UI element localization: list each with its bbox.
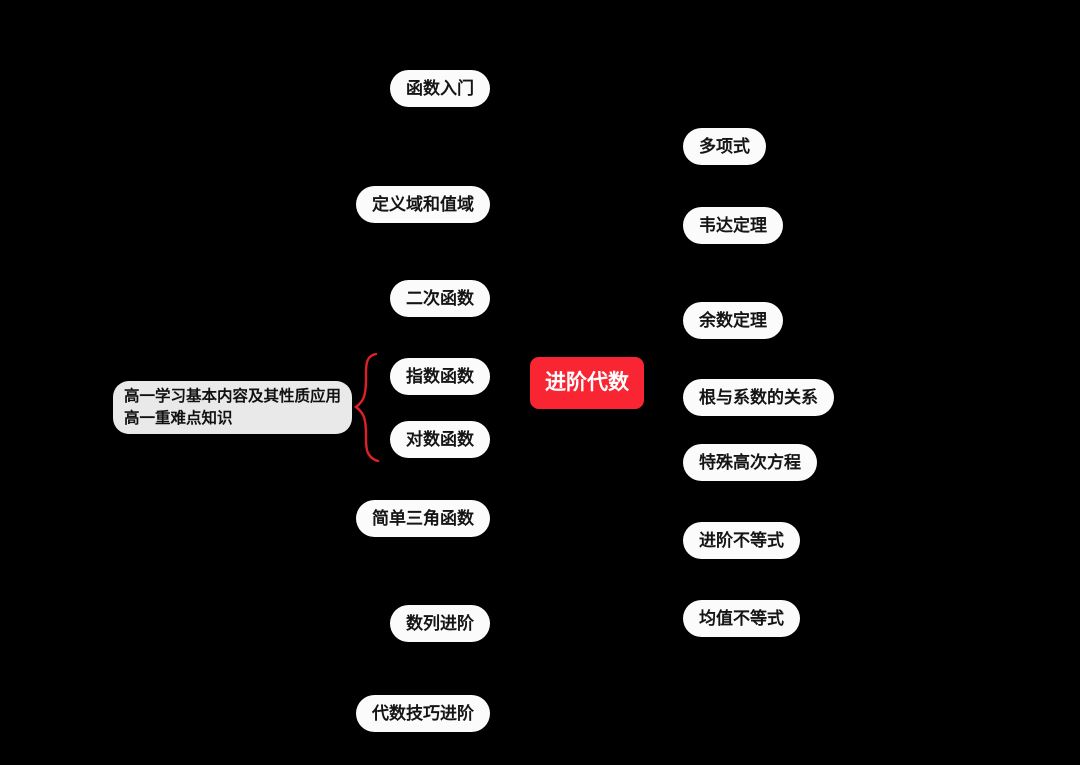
node-remainder-theorem[interactable]: 余数定理 [683, 302, 783, 339]
node-mean-inequality[interactable]: 均值不等式 [683, 600, 800, 637]
note-node[interactable]: 高一学习基本内容及其性质应用 高一重难点知识 [113, 381, 353, 434]
central-topic-node[interactable]: 进阶代数 [530, 357, 644, 409]
note-line-2: 高一重难点知识 [124, 409, 233, 427]
node-polynomials[interactable]: 多项式 [683, 128, 766, 165]
node-quadratic-functions[interactable]: 二次函数 [390, 280, 490, 317]
curly-brace-icon [354, 352, 380, 463]
node-special-higher-degree-equations[interactable]: 特殊高次方程 [683, 444, 817, 481]
node-algebra-techniques-advanced[interactable]: 代数技巧进阶 [356, 695, 490, 732]
node-roots-coefficients-relation[interactable]: 根与系数的关系 [683, 379, 834, 416]
node-exponential-functions[interactable]: 指数函数 [390, 358, 490, 395]
node-simple-trig-functions[interactable]: 简单三角函数 [356, 500, 490, 537]
node-domain-and-range[interactable]: 定义域和值域 [356, 186, 490, 223]
node-advanced-inequalities[interactable]: 进阶不等式 [683, 522, 800, 559]
node-sequences-advanced[interactable]: 数列进阶 [390, 605, 490, 642]
node-vieta-theorem[interactable]: 韦达定理 [683, 207, 783, 244]
node-logarithmic-functions[interactable]: 对数函数 [390, 421, 490, 458]
node-functions-intro[interactable]: 函数入门 [390, 70, 490, 107]
note-line-1: 高一学习基本内容及其性质应用 [124, 388, 342, 405]
